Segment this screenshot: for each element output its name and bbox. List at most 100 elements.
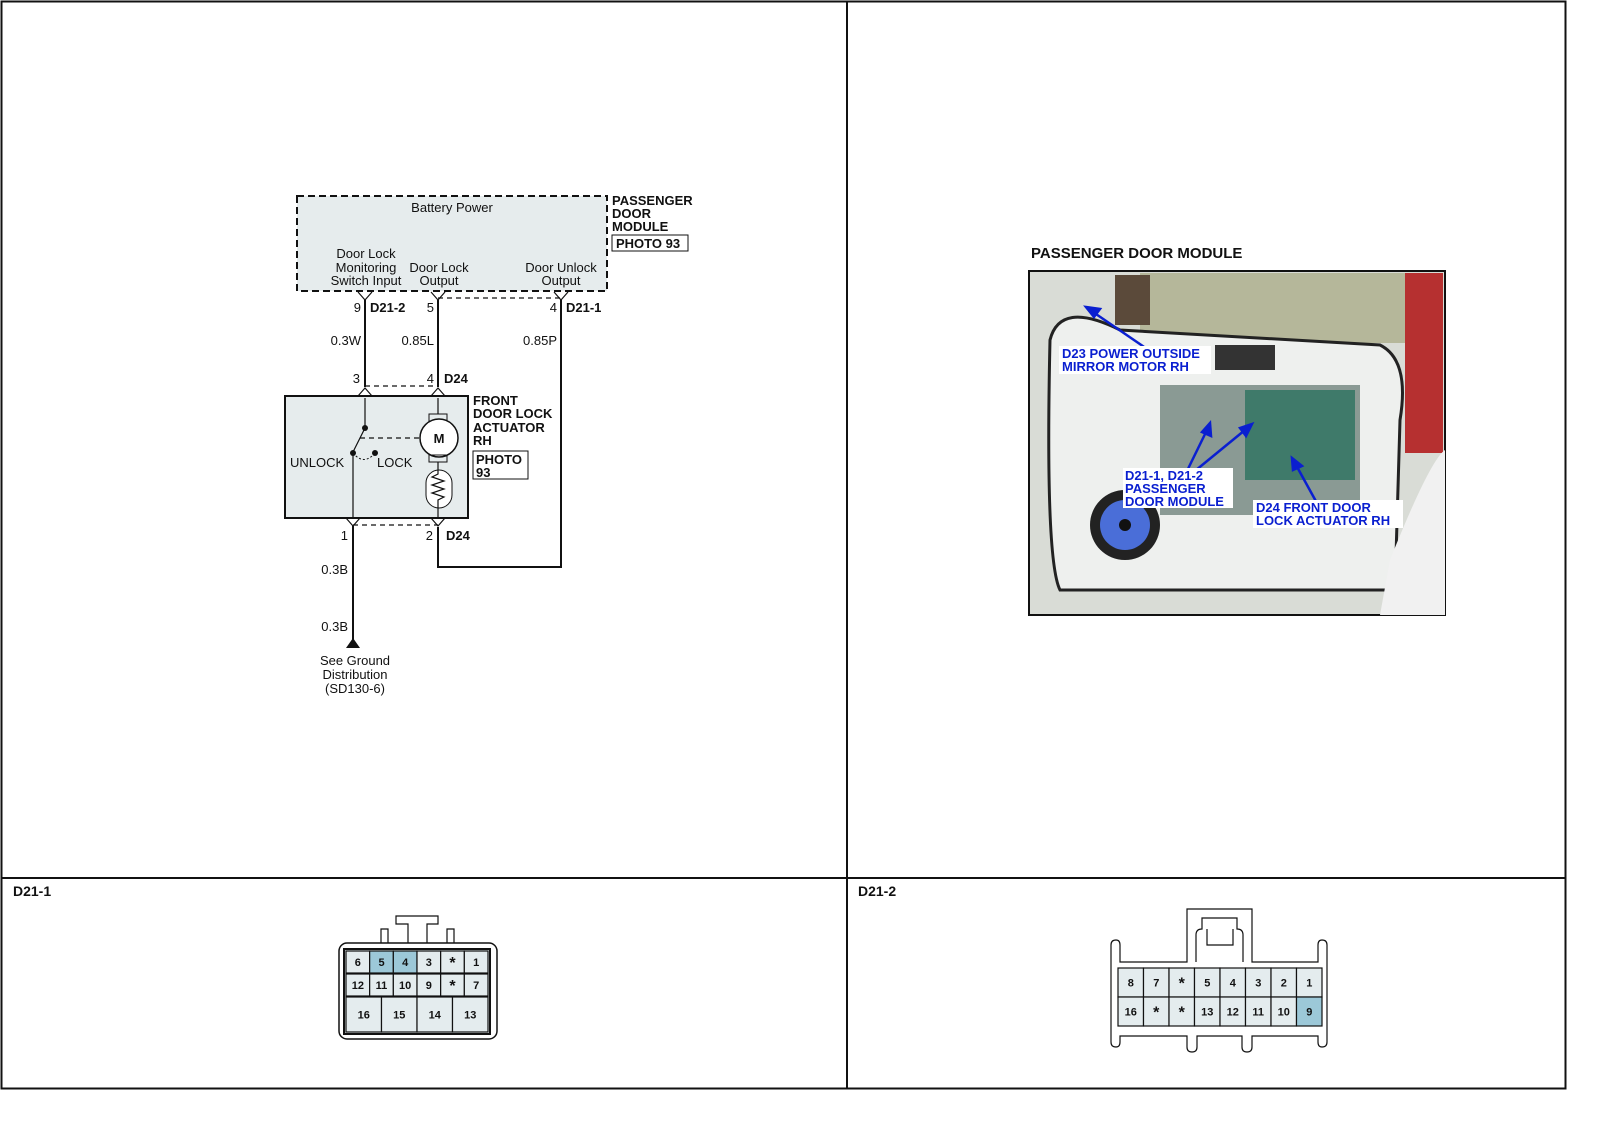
ground-note-3[interactable]: (SD130-6) [325, 681, 385, 696]
passenger-door-module-box [296, 195, 608, 292]
actuator-photo-ref-box[interactable] [472, 450, 529, 480]
wire-label-0-3w: 0.3W [331, 333, 362, 348]
pin-label: * [449, 978, 456, 995]
pin-5: 5 [427, 300, 434, 315]
pin-label: 5 [378, 957, 384, 969]
callout-d21: D21-1, D21-2 PASSENGER DOOR MODULE [1123, 468, 1233, 509]
callout-d24-line1: D24 FRONT DOOR [1256, 500, 1371, 515]
callout-d21-line1: D21-1, D21-2 [1125, 468, 1203, 483]
module-photo-ref-box[interactable] [611, 234, 689, 252]
pin-label: 7 [473, 980, 479, 992]
callout-arrows [1083, 305, 1320, 506]
lock-label: LOCK [377, 455, 413, 470]
input-label-3a: Door Unlock [525, 260, 597, 275]
pin-label: 16 [358, 1010, 370, 1022]
input-label-2a: Door Lock [409, 260, 469, 275]
pin-label: 3 [1255, 978, 1261, 990]
callout-d23: D23 POWER OUTSIDE MIRROR MOTOR RH [1059, 346, 1211, 374]
actuator-name-4: RH [473, 433, 492, 448]
cavity-7 [1142, 967, 1170, 998]
callout-d21-line3: DOOR MODULE [1125, 494, 1224, 509]
cavity-1 [1295, 967, 1323, 998]
module-photo-ref[interactable]: PHOTO 93 [616, 236, 680, 251]
pin-label: 5 [1204, 978, 1210, 990]
module-name-3: MODULE [612, 219, 669, 234]
switch-contacts [352, 398, 366, 518]
connector-d21-2-title: D21-2 [858, 883, 896, 899]
actuator-photo-ref-2[interactable]: 93 [476, 465, 490, 480]
pin-label: 11 [1252, 1007, 1264, 1019]
actuator-pin-1: 1 [341, 528, 348, 543]
connector-d21-1-label: D21-1 [566, 300, 601, 315]
actuator-name-2: DOOR LOCK [473, 406, 553, 421]
wire-label-ground-2: 0.3B [321, 619, 348, 634]
cavity-13 [451, 996, 489, 1033]
wire-label-0-85p: 0.85P [523, 333, 557, 348]
pin-label: 13 [464, 1010, 476, 1022]
ground-note-1[interactable]: See Ground [320, 653, 390, 668]
actuator-name-3: ACTUATOR [473, 420, 545, 435]
photo-title: PASSENGER DOOR MODULE [1031, 245, 1242, 262]
switch-arc [352, 452, 376, 460]
cavity-7 [463, 973, 489, 997]
pin-label: 10 [399, 980, 411, 992]
motor-label: M [434, 431, 445, 446]
pin-label: * [1179, 976, 1186, 993]
cavity-1 [463, 950, 489, 974]
actuator-top-chevrons [357, 387, 446, 397]
ground-note-2[interactable]: Distribution [322, 667, 387, 682]
pin-label: 10 [1278, 1007, 1290, 1019]
page-frame [0, 0, 1567, 1090]
input-label-1c: Switch Input [331, 273, 402, 288]
pin-label: 6 [355, 957, 361, 969]
pin-label: 4 [402, 957, 409, 969]
pin-label: 8 [1128, 978, 1134, 990]
pin-label: 4 [1230, 978, 1237, 990]
photo-panel: PASSENGER DOOR MODULE [1028, 245, 1446, 616]
cavity-unused [1142, 996, 1170, 1027]
cavity-14 [416, 996, 454, 1033]
cavity-13 [1193, 996, 1221, 1027]
input-label-2b: Output [419, 273, 458, 288]
pin-label: 14 [429, 1010, 442, 1022]
cavity-5 [1193, 967, 1221, 998]
actuator-bottom-connector: D24 [446, 528, 471, 543]
callout-d23-line1: D23 POWER OUTSIDE [1062, 346, 1200, 361]
motor-icon [419, 418, 459, 458]
pin-label: 1 [1306, 978, 1312, 990]
pin-label: 12 [1227, 1007, 1239, 1019]
pin-label: 12 [352, 980, 364, 992]
battery-power-label: Battery Power [411, 200, 493, 215]
pin-label: 2 [1281, 978, 1287, 990]
pin-4: 4 [550, 300, 557, 315]
pin-label: 7 [1153, 978, 1159, 990]
connector-d21-1-title: D21-1 [13, 883, 51, 899]
input-label-3b: Output [541, 273, 580, 288]
module-connector-symbols [357, 291, 569, 301]
cavity-2 [1270, 967, 1298, 998]
actuator-photo-ref-1[interactable]: PHOTO [476, 452, 522, 467]
ground-arrow-icon [346, 638, 360, 648]
input-label-1a: Door Lock [336, 246, 396, 261]
callout-d23-line2: MIRROR MOTOR RH [1062, 359, 1189, 374]
pin-label: 3 [426, 957, 432, 969]
unlock-label: UNLOCK [290, 455, 345, 470]
module-name-1: PASSENGER [612, 193, 693, 208]
pin-label: 9 [1306, 1007, 1312, 1019]
wire-0-85p[interactable] [437, 300, 562, 568]
actuator-bottom-chevrons [345, 517, 446, 527]
pin-label: * [449, 955, 456, 972]
wire-label-0-85l: 0.85L [401, 333, 434, 348]
cavity-9 [1295, 996, 1323, 1027]
pin-label: * [1153, 1005, 1160, 1022]
cavity-16 [345, 996, 383, 1033]
pin-label: 9 [426, 980, 432, 992]
pin-9: 9 [354, 300, 361, 315]
ptc-element [425, 469, 453, 509]
wire-label-ground-1: 0.3B [321, 562, 348, 577]
pin-label: 13 [1201, 1007, 1213, 1019]
callout-d21-line2: PASSENGER [1125, 481, 1206, 496]
